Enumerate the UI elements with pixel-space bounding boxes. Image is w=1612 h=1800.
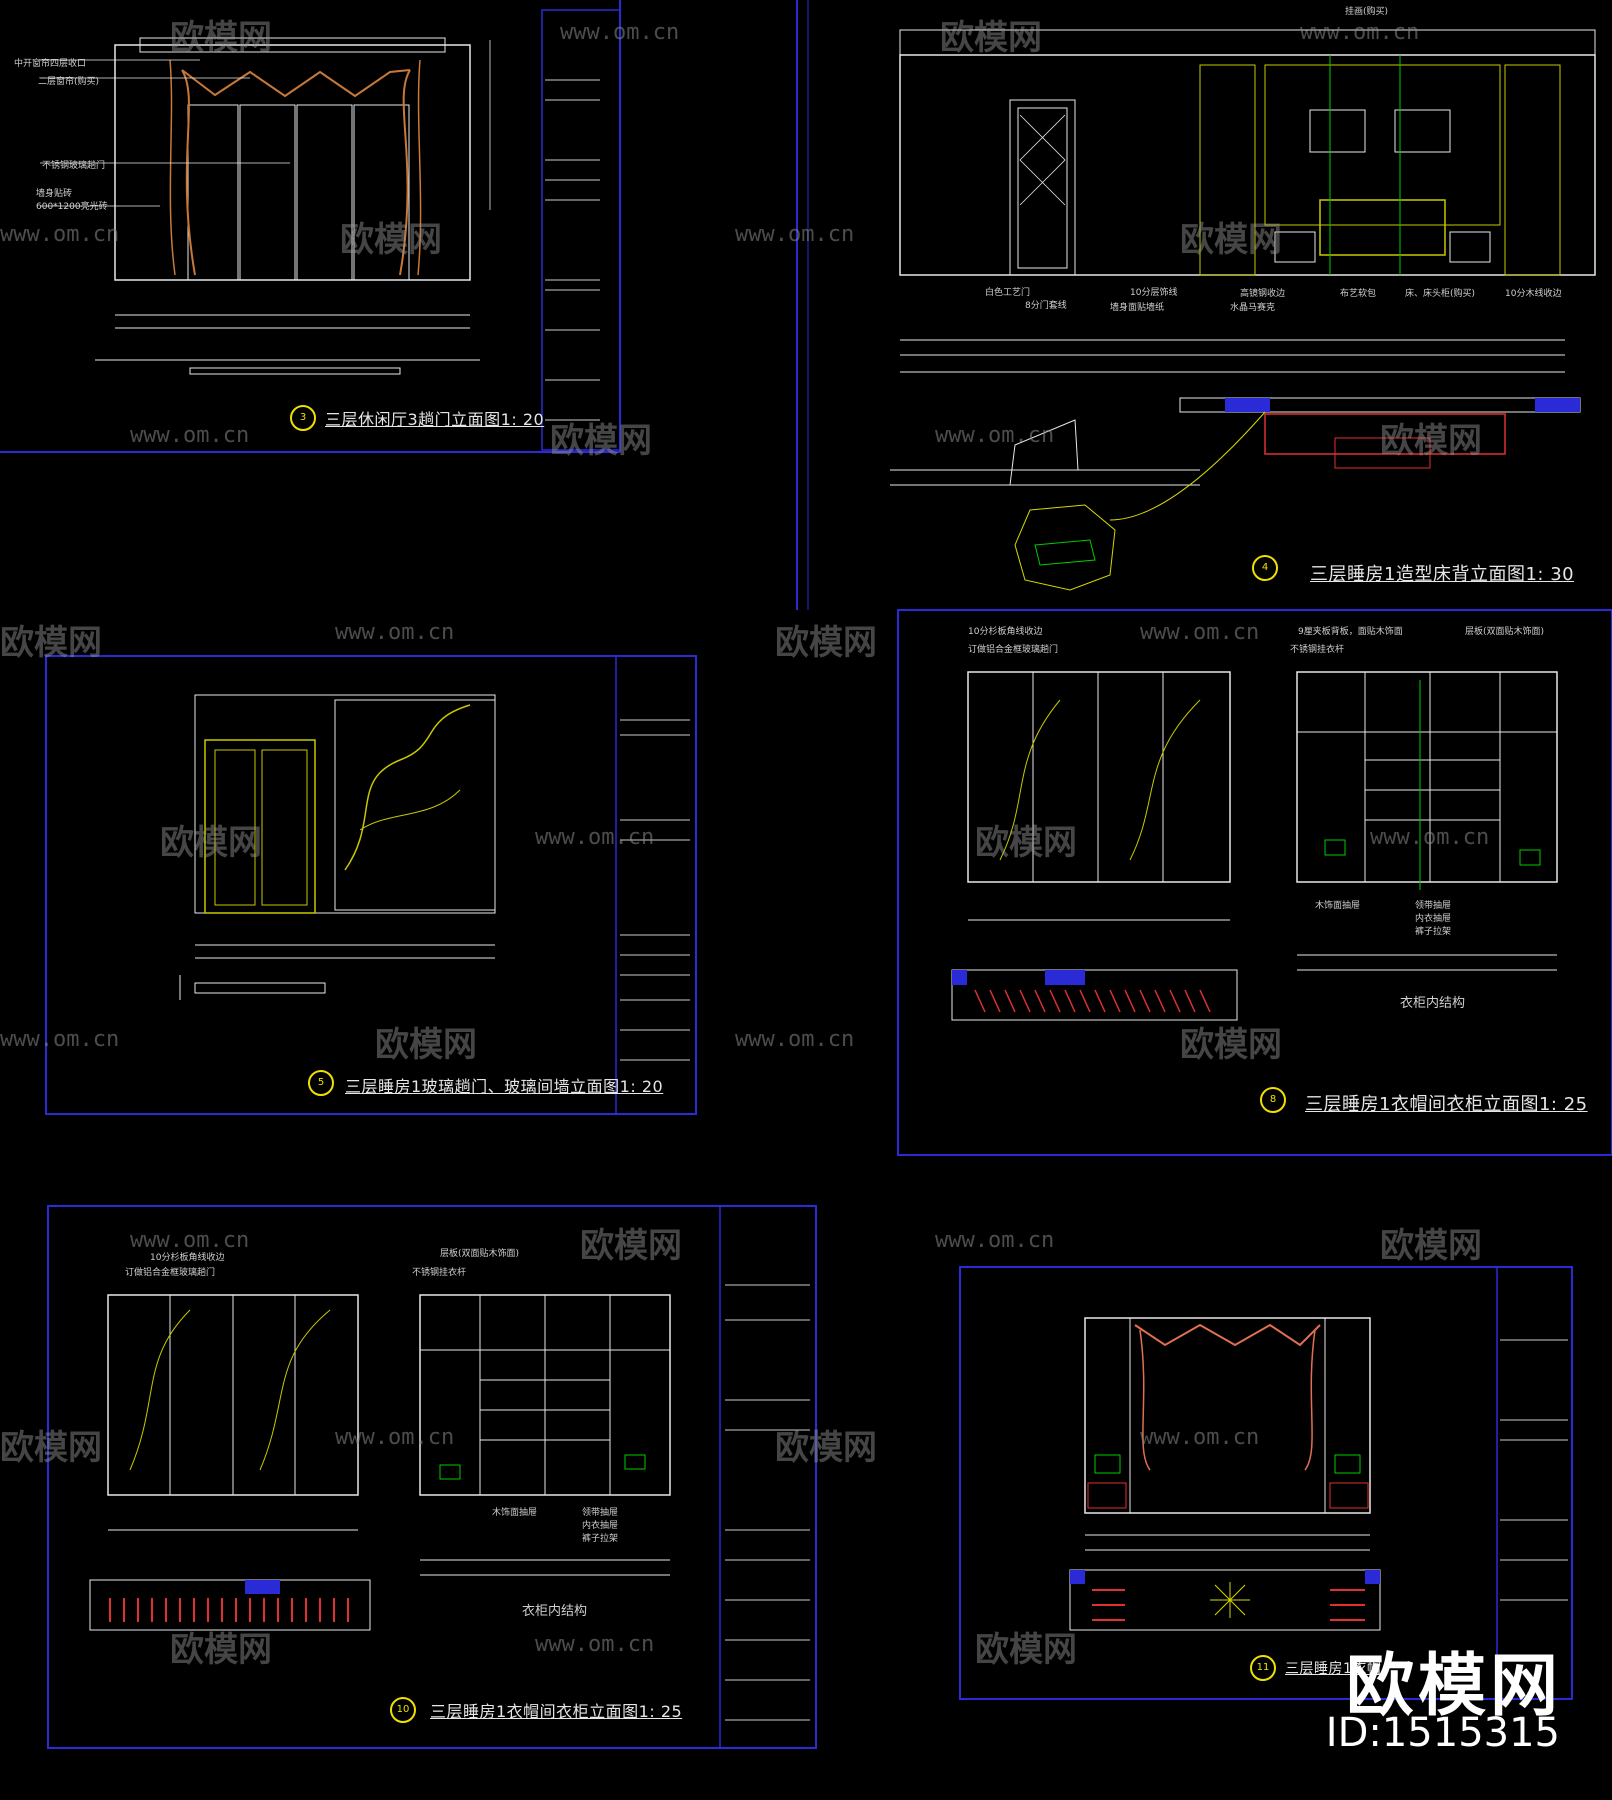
watermark-url: www.om.cn <box>130 1228 250 1253</box>
callout: 不锈钢挂衣杆 <box>412 1268 467 1278</box>
callout: 白色工艺门 <box>985 288 1031 298</box>
callout: 木饰面抽屉 <box>492 1508 538 1518</box>
drawing-5-badge-icon: 10 <box>390 1697 416 1723</box>
watermark-url: www.om.cn <box>130 423 250 448</box>
drawing-4-caption: 三层睡房1衣帽间衣柜立面图1: 25 <box>1305 1094 1588 1115</box>
callout: 8分门套线 <box>1025 301 1067 311</box>
watermark-url: www.om.cn <box>735 222 855 247</box>
watermark-brand: 欧模网 <box>975 823 1077 863</box>
watermark-url: www.om.cn <box>0 222 120 247</box>
watermark-url: www.om.cn <box>1370 825 1490 850</box>
callout: 挂画(购买) <box>1345 7 1389 17</box>
watermark-brand: 欧模网 <box>1380 421 1482 461</box>
drawing-badge-number: 3 <box>299 412 307 423</box>
watermark-brand: 欧模网 <box>1380 1226 1482 1266</box>
watermark-brand: 欧模网 <box>375 1025 477 1065</box>
watermark-brand: 欧模网 <box>170 1630 272 1670</box>
drawing-3-lines <box>45 655 697 1115</box>
drawing-1-lines <box>0 0 621 453</box>
drawing-2-caption: 三层睡房1造型床背立面图1: 30 <box>1310 564 1575 585</box>
drawing-badge-number: 8 <box>1269 1094 1277 1105</box>
drawing-6-caption: 三层睡房1衣帽 <box>1285 1661 1382 1677</box>
callout: 10分杉板角线收边 <box>150 1253 225 1263</box>
callout: 布艺软包 <box>1340 289 1377 299</box>
watermark-url: www.om.cn <box>1140 620 1260 645</box>
watermark-url: www.om.cn <box>560 20 680 45</box>
drawing-1-badge-icon: 3 <box>290 405 316 431</box>
watermark-brand: 欧模网 <box>170 18 272 58</box>
drawing-4-badge-icon: 8 <box>1260 1087 1286 1113</box>
watermark-url: www.om.cn <box>935 1228 1055 1253</box>
watermark-url: www.om.cn <box>535 825 655 850</box>
callout: 二层窗帘(购买) <box>38 77 100 87</box>
watermark-brand: 欧模网 <box>975 1630 1077 1670</box>
drawing-6-badge-icon: 11 <box>1250 1655 1276 1681</box>
watermark-brand: 欧模网 <box>940 18 1042 58</box>
watermark-url: www.om.cn <box>535 1632 655 1657</box>
watermark-url: www.om.cn <box>0 1027 120 1052</box>
drawing-3-badge-icon: 5 <box>308 1070 334 1096</box>
callout: 木饰面抽屉 <box>1315 901 1361 911</box>
watermark-brand: 欧模网 <box>580 1226 682 1266</box>
callout: 领带抽屉 <box>1415 901 1452 911</box>
watermark-brand: 欧模网 <box>340 220 442 260</box>
drawing-3-caption: 三层睡房1玻璃趟门、玻璃间墙立面图1: 20 <box>345 1077 664 1096</box>
corner-id-label: ID:1515315 <box>1325 1710 1560 1756</box>
callout: 不锈钢玻璃趟门 <box>42 161 106 171</box>
callout: 订做铝合金框玻璃趟门 <box>125 1268 216 1278</box>
wardrobe-inner-label: 衣柜内结构 <box>522 1604 588 1619</box>
callout: 9厘夹板背板，面贴木饰面 <box>1298 627 1403 637</box>
watermark-brand: 欧模网 <box>1180 1025 1282 1065</box>
drawing-5-lines <box>47 1205 817 1749</box>
callout: 墙身贴砖 600*1200亮光砖 <box>36 189 108 212</box>
callout: 内衣抽屉 <box>1415 914 1452 924</box>
watermark-url: www.om.cn <box>1300 20 1420 45</box>
callout: 10分木线收边 <box>1505 289 1562 299</box>
corner-brand-logo: 欧模网 <box>1345 1647 1562 1726</box>
watermark-url: www.om.cn <box>1140 1425 1260 1450</box>
drawing-badge-number: 4 <box>1261 562 1269 573</box>
drawing-2-badge-icon: 4 <box>1252 555 1278 581</box>
callout: 裤子拉架 <box>582 1534 619 1544</box>
watermark-url: www.om.cn <box>335 620 455 645</box>
drawing-6-lines <box>959 1266 1573 1700</box>
callout: 订做铝合金框玻璃趟门 <box>968 645 1059 655</box>
watermark-brand: 欧模网 <box>550 421 652 461</box>
callout: 墙身面贴墙纸 <box>1110 303 1165 313</box>
watermark-brand: 欧模网 <box>1180 220 1282 260</box>
watermark-brand: 欧模网 <box>775 623 877 663</box>
wardrobe-inner-label: 衣柜内结构 <box>1400 996 1466 1011</box>
callout: 内衣抽屉 <box>582 1521 619 1531</box>
callout: 层板(双面贴木饰面) <box>1465 627 1545 637</box>
drawing-badge-number: 5 <box>317 1077 325 1088</box>
callout: 10分杉板角线收边 <box>968 627 1043 637</box>
watermark-url: www.om.cn <box>735 1027 855 1052</box>
callout: 10分层饰线 <box>1130 288 1178 298</box>
callout: 水晶马赛克 <box>1230 303 1276 313</box>
drawing-2-lines <box>890 29 1596 591</box>
drawing-4-lines <box>897 609 1612 1156</box>
watermark-url: www.om.cn <box>335 1425 455 1450</box>
drawing-badge-number: 11 <box>1256 1662 1270 1673</box>
watermark-brand: 欧模网 <box>160 823 262 863</box>
drawing-badge-number: 10 <box>396 1704 410 1715</box>
watermark-brand: 欧模网 <box>0 623 102 663</box>
callout: 不锈钢挂衣杆 <box>1290 645 1345 655</box>
watermark-brand: 欧模网 <box>0 1428 102 1468</box>
callout: 高镜钢收边 <box>1240 289 1286 299</box>
drawing-1-caption: 三层休闲厅3趟门立面图1: 20 <box>325 410 545 429</box>
drawing-5-caption: 三层睡房1衣帽间衣柜立面图1: 25 <box>430 1702 683 1721</box>
watermark-brand: 欧模网 <box>775 1428 877 1468</box>
callout: 层板(双面贴木饰面) <box>440 1249 520 1259</box>
callout: 裤子拉架 <box>1415 927 1452 937</box>
callout: 领带抽屉 <box>582 1508 619 1518</box>
callout: 床、床头柜(购买) <box>1405 289 1476 299</box>
watermark-url: www.om.cn <box>935 423 1055 448</box>
callout: 中开窗帘四层收口 <box>14 59 87 69</box>
